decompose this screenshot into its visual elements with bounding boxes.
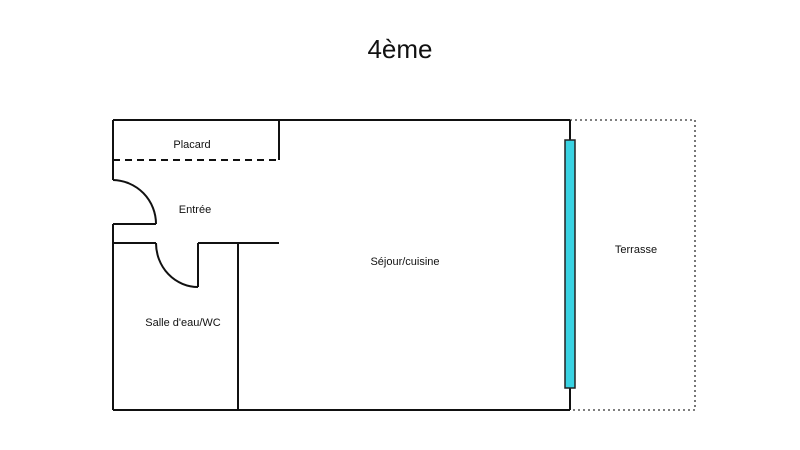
room-label-closet: Placard [173, 139, 211, 151]
room-label-entrance: Entrée [178, 204, 212, 216]
room-label-bathroom: Salle d'eau/WC [145, 317, 221, 329]
room-label-terrace: Terrasse [614, 244, 658, 256]
entrance-door-swing [112, 179, 157, 225]
terrace-outline [570, 119, 696, 411]
bathroom-door-swing [155, 242, 199, 288]
room-label-living-kitchen: Séjour/cuisine [370, 256, 440, 268]
floor-title: 4ème [367, 34, 433, 64]
window-bay [564, 139, 576, 389]
